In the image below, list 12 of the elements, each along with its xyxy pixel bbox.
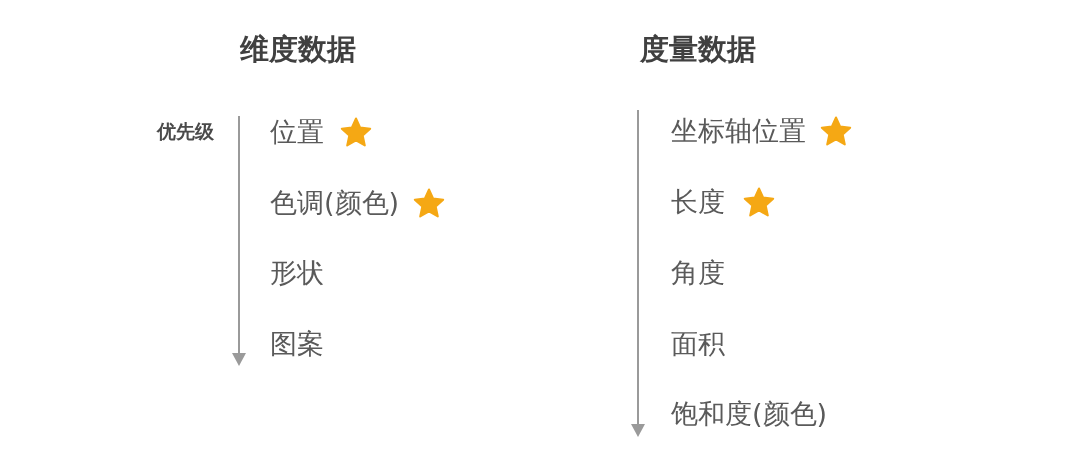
list-item: 位置	[270, 116, 324, 148]
axis-label: 优先级	[157, 121, 214, 143]
column-heading: 维度数据	[240, 33, 356, 67]
list-item: 图案	[270, 328, 324, 360]
list-item: 面积	[671, 328, 725, 360]
list-item: 坐标轴位置	[671, 115, 806, 147]
list-item: 角度	[671, 257, 725, 289]
list-item: 饱和度(颜色)	[671, 398, 828, 430]
list-item: 色调(颜色)	[270, 187, 400, 219]
column-heading: 度量数据	[640, 33, 756, 67]
list-item: 形状	[270, 257, 324, 289]
list-item: 长度	[671, 186, 725, 218]
